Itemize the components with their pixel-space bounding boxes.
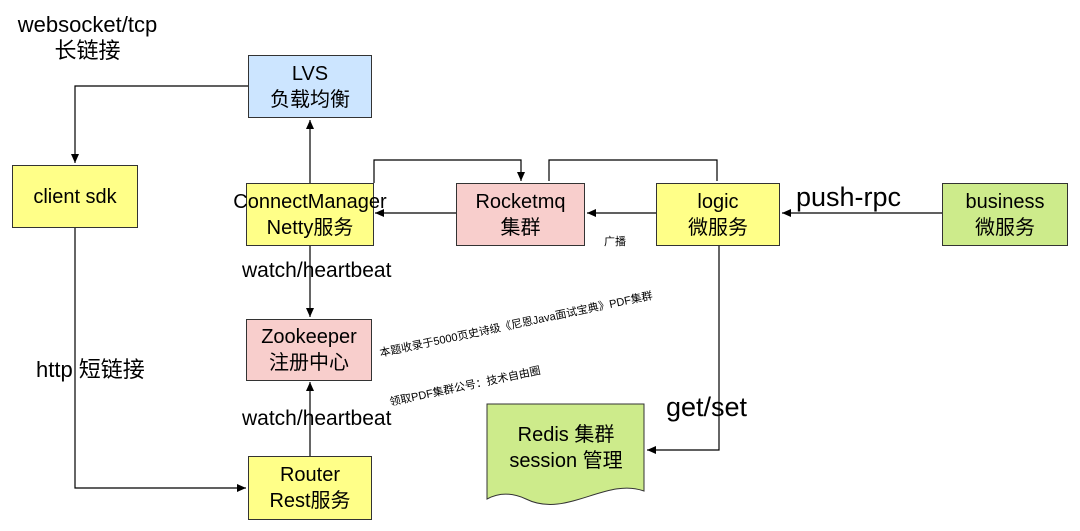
connect-manager-node-line2: Netty服务 [266,216,354,239]
get-set-label: get/set [666,392,748,422]
rocketmq-node-line1: Rocketmq [475,190,566,213]
edge-client-to-router [74,228,246,492]
business-node-line2: 微服务 [975,216,1035,239]
business-node: business 微服务 [942,183,1068,246]
redis-document-shape [486,403,645,505]
router-node: Router Rest服务 [248,456,372,520]
edge-logic-to-rocketmq-top [548,159,718,181]
logic-node: logic 微服务 [656,183,780,246]
zookeeper-node: Zookeeper 注册中心 [246,319,372,381]
logic-node-line1: logic [697,190,739,213]
business-node-line1: business [965,190,1045,213]
lvs-node-line1: LVS [291,62,329,85]
rocketmq-node: Rocketmq 集群 [456,183,585,246]
watch-heartbeat-bottom-label: watch/heartbeat [242,407,392,430]
router-node-line1: Router [279,464,341,486]
logic-node-line2: 微服务 [688,216,748,239]
lvs-node: LVS 负载均衡 [248,55,372,118]
broadcast-label: 广播 [604,236,626,248]
lvs-node-line2: 负载均衡 [270,88,350,111]
edge-lvs-to-client [71,85,248,163]
websocket-label-line1: websocket/tcp [17,12,158,37]
edge-connect-to-rocketmq [373,159,525,183]
edge-logic-to-redis [647,246,720,454]
websocket-label-line2: 长链接 [54,38,121,63]
rocketmq-node-line2: 集群 [500,216,541,239]
connect-manager-node: ConnectManager Netty服务 [233,183,387,246]
zookeeper-node-line2: 注册中心 [269,352,349,374]
router-node-line2: Rest服务 [269,490,351,512]
zookeeper-node-line1: Zookeeper [261,326,357,348]
client-sdk-node: client sdk [12,165,138,228]
redis-node-line2: session 管理 [509,450,623,472]
client-sdk-node-line1: client sdk [33,185,117,208]
http-label: http 短链接 [36,357,145,382]
connect-manager-node-line1: ConnectManager [233,190,387,213]
watch-heartbeat-top-label: watch/heartbeat [242,259,392,282]
redis-node: Redis 集群 session 管理 [486,418,646,478]
websocket-label: websocket/tcp 长链接 [0,12,175,64]
redis-node-line1: Redis 集群 [517,424,615,446]
push-rpc-label: push-rpc [796,182,902,212]
